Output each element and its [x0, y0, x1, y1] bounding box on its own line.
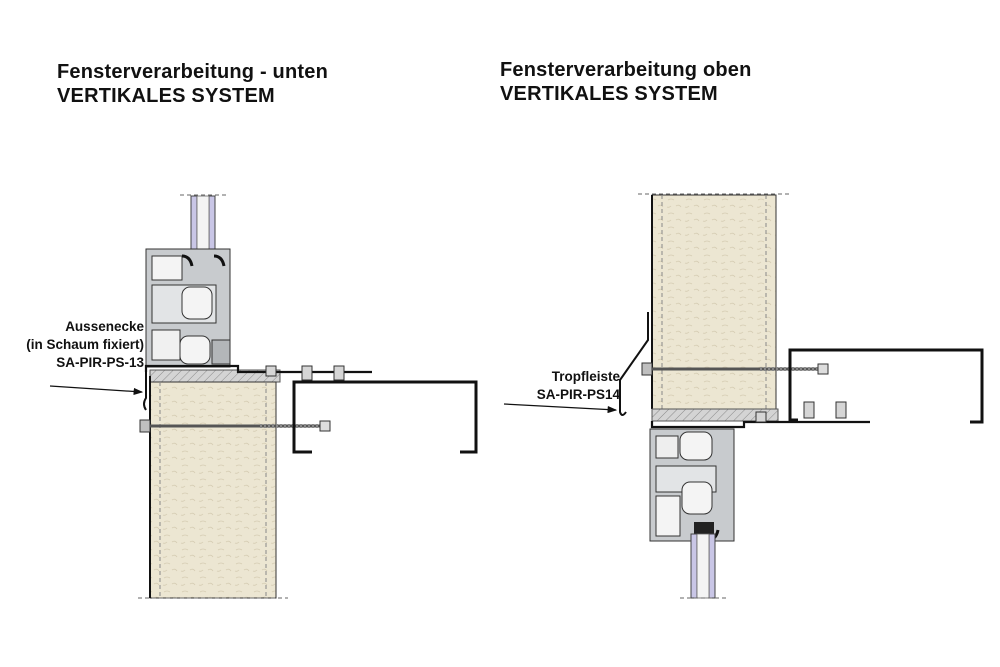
left-title-line2: VERTIKALES SYSTEM — [57, 85, 275, 107]
right-bottom-screws — [755, 401, 847, 423]
right-diagram — [503, 193, 984, 599]
right-bottom-flashing — [650, 420, 870, 429]
left-sandwich-panel — [138, 376, 288, 599]
left-window-frame-profile — [145, 248, 231, 368]
left-callout-line2: (in Schaum fixiert) — [26, 337, 144, 352]
right-callout-line2: SA-PIR-PS14 — [536, 387, 620, 402]
right-callout-line1: Tropfleiste — [551, 369, 620, 384]
left-c-profile — [292, 380, 478, 454]
left-callout-arrow — [49, 385, 144, 396]
right-title-line1: Fensterverarbeitung oben — [500, 59, 752, 81]
left-outer-corner-profile — [143, 372, 147, 411]
right-glass-pane — [680, 522, 728, 599]
right-callout-label: Tropfleiste SA-PIR-PS14 — [498, 368, 620, 404]
right-callout-arrow — [503, 403, 618, 414]
left-fastening-screw — [139, 419, 331, 433]
right-diagram-title: Fensterverarbeitung oben VERTIKALES SYST… — [500, 58, 752, 106]
left-diagram-title: Fensterverarbeitung - unten VERTIKALES S… — [57, 60, 328, 108]
right-window-frame-profile — [649, 428, 735, 542]
left-callout-line1: Aussenecke — [65, 319, 144, 334]
left-callout-label: Aussenecke (in Schaum fixiert) SA-PIR-PS… — [26, 318, 144, 372]
right-title-line2: VERTIKALES SYSTEM — [500, 83, 718, 105]
left-diagram — [49, 194, 478, 599]
left-top-screws — [265, 365, 345, 381]
right-insulation-strip — [651, 408, 779, 422]
right-drip-edge — [619, 312, 649, 416]
left-top-flashing — [144, 364, 372, 374]
left-title-line1: Fensterverarbeitung - unten — [57, 61, 328, 83]
right-sandwich-panel — [638, 193, 790, 410]
left-callout-line3: SA-PIR-PS-13 — [56, 355, 144, 370]
right-c-profile — [788, 348, 984, 424]
